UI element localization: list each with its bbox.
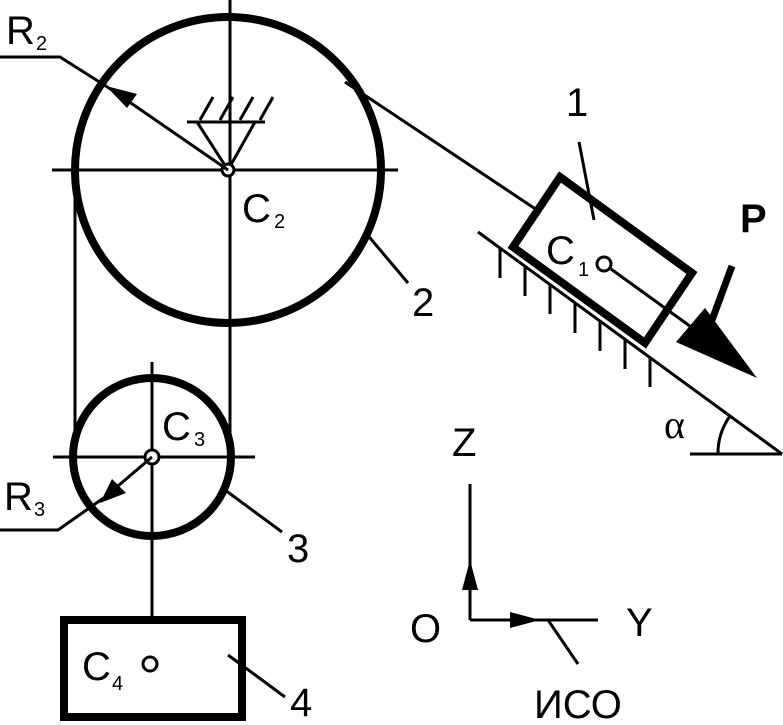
pulley-2	[0, 0, 410, 458]
y-axis-arrowhead	[510, 612, 540, 628]
c2-label-sub: 2	[274, 211, 285, 233]
frame-label: ИСО	[534, 683, 622, 725]
r3-label: R	[4, 475, 33, 519]
z-axis-arrowhead	[462, 560, 478, 590]
r2-arrowhead	[106, 86, 137, 108]
r2-leader	[0, 55, 113, 92]
r3-leader	[0, 495, 106, 532]
c4-label: C	[82, 645, 111, 689]
origin-label: O	[410, 607, 441, 651]
force-p-arrowhead	[676, 308, 757, 378]
block-1-axis	[603, 262, 706, 339]
block-1	[507, 141, 706, 349]
c1-label-sub: 1	[578, 259, 589, 281]
incline-hatching	[498, 248, 652, 387]
rope-to-block-1	[344, 80, 541, 214]
c2-label: C	[242, 187, 271, 231]
coordinate-frame	[462, 484, 598, 665]
r3-arrowhead	[100, 479, 126, 503]
number-4-label: 4	[290, 681, 312, 725]
r2-label: R	[6, 9, 35, 53]
inclined-plane	[477, 230, 783, 456]
force-p-line	[708, 264, 736, 322]
number-2-label: 2	[412, 281, 434, 325]
r3-label-sub: 3	[34, 499, 45, 521]
r2-label-sub: 2	[36, 33, 47, 55]
number-3-label: 3	[287, 527, 309, 571]
block-4	[60, 616, 286, 721]
y-axis-label: Y	[626, 601, 653, 645]
leader-3	[224, 488, 283, 534]
pulley-2-support	[187, 96, 275, 171]
leader-4	[227, 653, 286, 699]
block-4-center-c4	[141, 655, 159, 673]
alpha-arc	[716, 415, 732, 455]
alpha-label: α	[664, 402, 685, 447]
force-p-label: P	[740, 197, 767, 241]
c1-label: C	[546, 229, 575, 273]
z-axis-label: Z	[452, 421, 476, 465]
c4-label-sub: 4	[112, 673, 123, 695]
c3-label: C	[162, 405, 191, 449]
block-1-body	[507, 171, 698, 349]
force-p	[676, 264, 757, 378]
number-1-label: 1	[566, 81, 588, 125]
incline-surface	[477, 230, 783, 456]
leader-2	[363, 231, 410, 284]
frame-leader	[546, 619, 580, 665]
c3-label-sub: 3	[194, 429, 205, 451]
pulley-3	[0, 362, 283, 620]
r2-radius-line	[111, 88, 229, 172]
leader-1	[577, 141, 596, 221]
block-1-center-c1	[595, 255, 613, 273]
block-4-body	[60, 616, 246, 721]
